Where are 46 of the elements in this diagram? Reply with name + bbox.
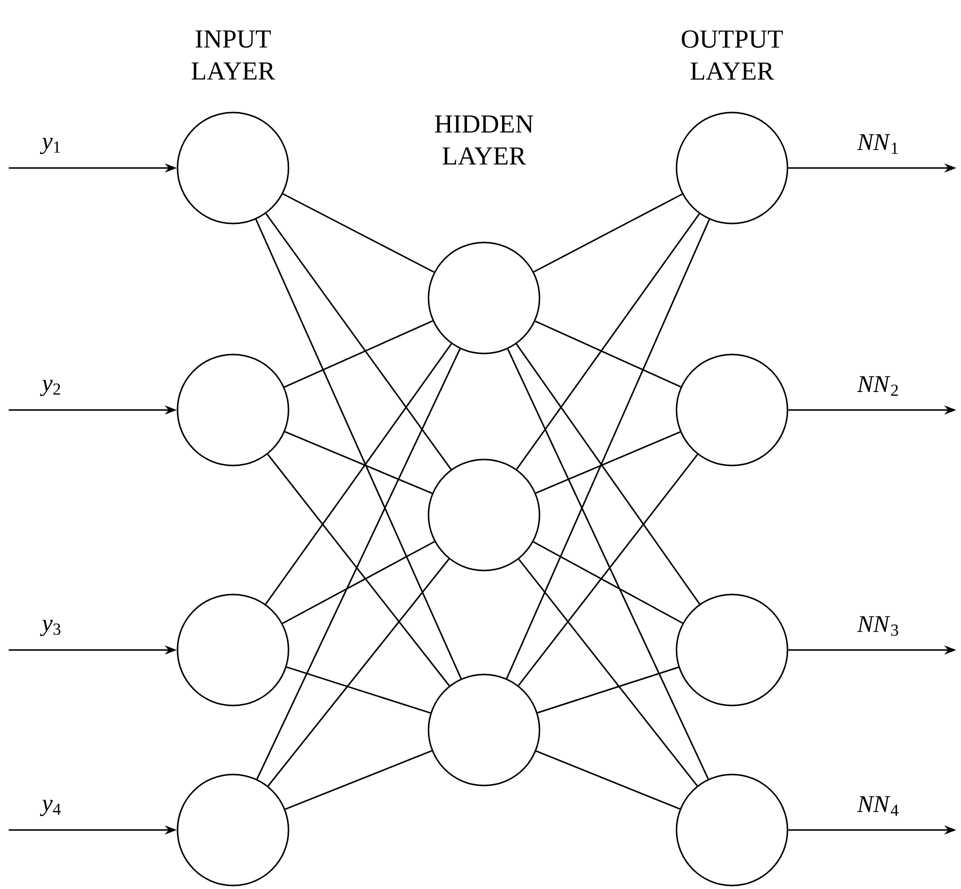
connection-line xyxy=(284,431,432,494)
connection-line xyxy=(284,750,432,810)
edge-label: NN$_{1}$ xyxy=(857,134,898,154)
neuron-circle xyxy=(176,594,290,706)
connection-line xyxy=(284,320,433,388)
connection-line xyxy=(516,344,700,604)
connection-line xyxy=(507,348,709,780)
connection-line xyxy=(536,750,680,810)
connection-line xyxy=(267,558,450,786)
connection-line xyxy=(265,213,452,470)
neuron-circle xyxy=(428,242,540,354)
connection-line xyxy=(282,540,435,624)
edge-label: NN$_{2}$ xyxy=(857,376,898,396)
connection-line xyxy=(255,219,462,679)
connection-line xyxy=(516,213,700,470)
edge-label: y$_{2}$ xyxy=(40,380,60,396)
neuron-circle xyxy=(676,774,788,886)
connection-line xyxy=(506,219,710,679)
layer-heading: HIDDEN LAYER xyxy=(434,115,534,164)
neuron-circle xyxy=(176,774,290,886)
edge-label: NN$_{3}$ xyxy=(857,616,898,636)
layer-heading: INPUT LAYER xyxy=(192,30,276,80)
edge-label: y$_{3}$ xyxy=(40,620,60,636)
connection-line xyxy=(533,541,683,624)
edge-label: y$_{4}$ xyxy=(40,800,61,816)
connection-line xyxy=(256,348,461,780)
layer-heading: OUTPUT LAYER xyxy=(682,30,783,80)
neuron-circle xyxy=(676,354,788,466)
neuron-circle xyxy=(176,112,290,224)
neuron-circle xyxy=(428,458,540,572)
connection-line xyxy=(286,666,431,714)
connection-line xyxy=(267,454,450,686)
neuron-circle xyxy=(676,594,788,706)
neuron-circle xyxy=(176,354,290,466)
connection-line xyxy=(282,193,434,273)
edge-label: y$_{1}$ xyxy=(40,138,60,154)
connection-line xyxy=(533,193,683,273)
connection-line xyxy=(536,431,680,494)
connection-line xyxy=(518,454,698,686)
edge-label: NN$_{4}$ xyxy=(857,796,899,816)
neuron-circle xyxy=(676,112,788,224)
connection-line xyxy=(537,666,679,714)
neuron-circle xyxy=(428,674,540,786)
connection-line xyxy=(518,558,698,786)
connection-line xyxy=(534,320,682,388)
connection-line xyxy=(265,343,452,605)
